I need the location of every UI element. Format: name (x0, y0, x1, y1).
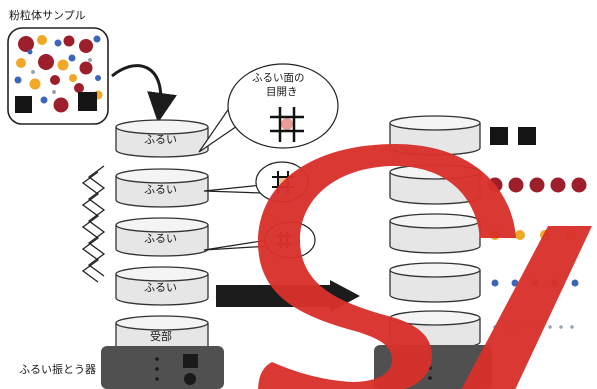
result-sieve-4 (389, 262, 481, 303)
receiver-label: 受部 (150, 330, 172, 343)
sieve-2 (115, 168, 209, 208)
left-sieve-stack (101, 119, 224, 389)
receiver-pan (115, 315, 209, 354)
mesh-callout-large (198, 63, 339, 153)
sieve-label-4: ふるい (144, 281, 177, 294)
mesh-caption-line2: 目開き (266, 86, 298, 98)
sieve-label-2: ふるい (144, 183, 177, 196)
red-s-shape-icon (258, 144, 592, 389)
zigzag-vibration-icon (81, 165, 106, 283)
sieve-3 (115, 217, 209, 257)
sieve-label-3: ふるい (144, 232, 177, 245)
curved-arrow-icon (111, 64, 177, 123)
mesh-caption-line1: ふるい面の (252, 72, 305, 84)
result-sieve-3 (389, 213, 481, 254)
shaker-base (101, 346, 224, 389)
result-particles (487, 127, 587, 329)
sample-particles (14, 35, 103, 113)
result-row-red (487, 177, 587, 193)
sieve-4 (115, 266, 209, 306)
mesh-grid-icon (270, 107, 304, 142)
shaker-label: ふるい振とう器 (19, 363, 96, 376)
sieve-1 (115, 119, 209, 158)
sample-title: 粉粒体サンプル (9, 9, 86, 22)
result-row-black (490, 127, 536, 145)
sample-box (7, 27, 109, 125)
sieve-label-1: ふるい (144, 133, 177, 146)
